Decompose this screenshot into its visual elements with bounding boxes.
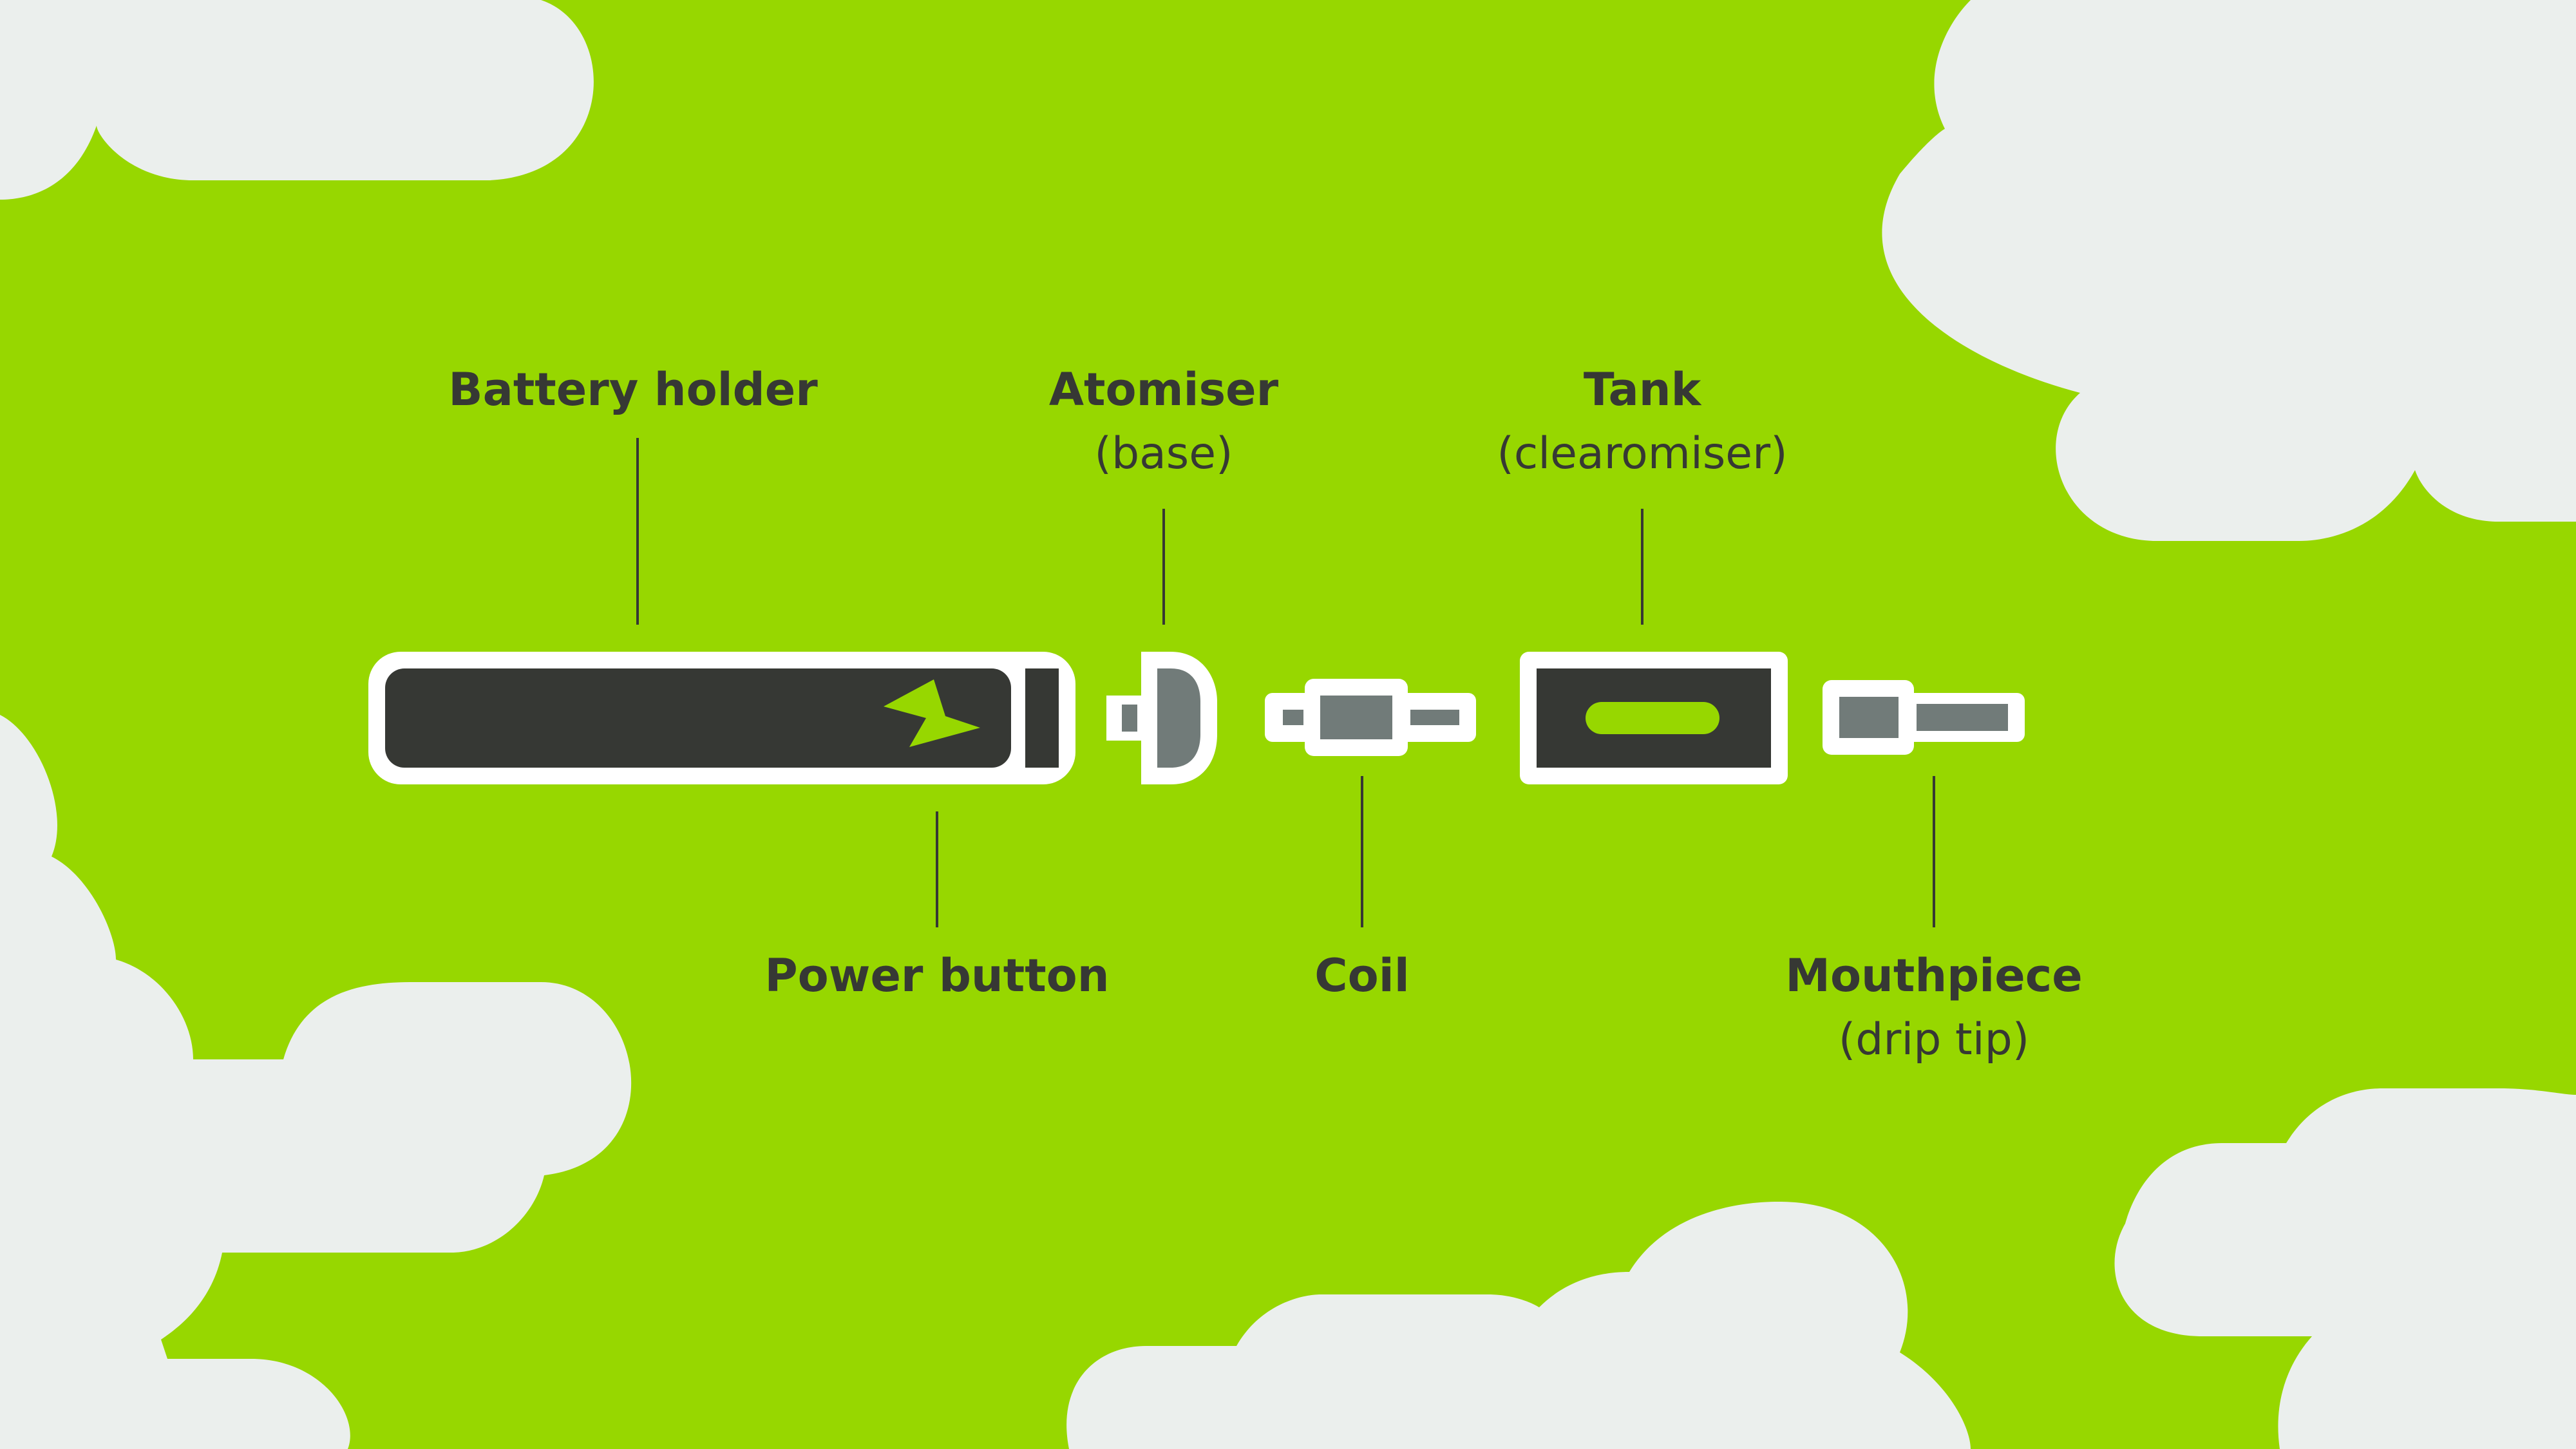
battery-holder [368, 652, 1075, 784]
label-mouthpiece-title: Mouthpiece [1785, 949, 2083, 1002]
cloud-top-left [0, 0, 594, 200]
label-coil: Coil [1314, 943, 1409, 1008]
label-atomiser-title: Atomiser [1048, 363, 1279, 416]
leader-lines [636, 438, 1935, 927]
label-tank: Tank (clearomiser) [1497, 357, 1787, 486]
cloud-top-right [1882, 0, 2576, 541]
label-atomiser-subtitle: (base) [1094, 428, 1233, 479]
label-mouthpiece: Mouthpiece (drip tip) [1785, 943, 2082, 1072]
cloud-bottom-left [0, 715, 632, 1449]
coil [1265, 679, 1476, 756]
label-power-button: Power button [764, 943, 1109, 1008]
cloud-bottom-middle [1066, 1201, 1971, 1449]
tank-clearomiser [1520, 652, 1788, 784]
mouthpiece-drip-tip [1823, 680, 2025, 755]
label-power-button-title: Power button [764, 949, 1110, 1002]
label-atomiser: Atomiser (base) [1049, 357, 1278, 486]
label-battery-holder-title: Battery holder [448, 363, 818, 416]
atomiser-base [1106, 652, 1217, 784]
label-battery-holder: Battery holder [448, 357, 818, 422]
label-coil-title: Coil [1314, 949, 1410, 1002]
cloud-bottom-right [2114, 1088, 2576, 1449]
label-tank-title: Tank [1583, 363, 1701, 416]
lightning-bolt-icon [884, 679, 980, 747]
label-mouthpiece-subtitle: (drip tip) [1838, 1014, 2030, 1065]
label-tank-subtitle: (clearomiser) [1497, 428, 1788, 479]
